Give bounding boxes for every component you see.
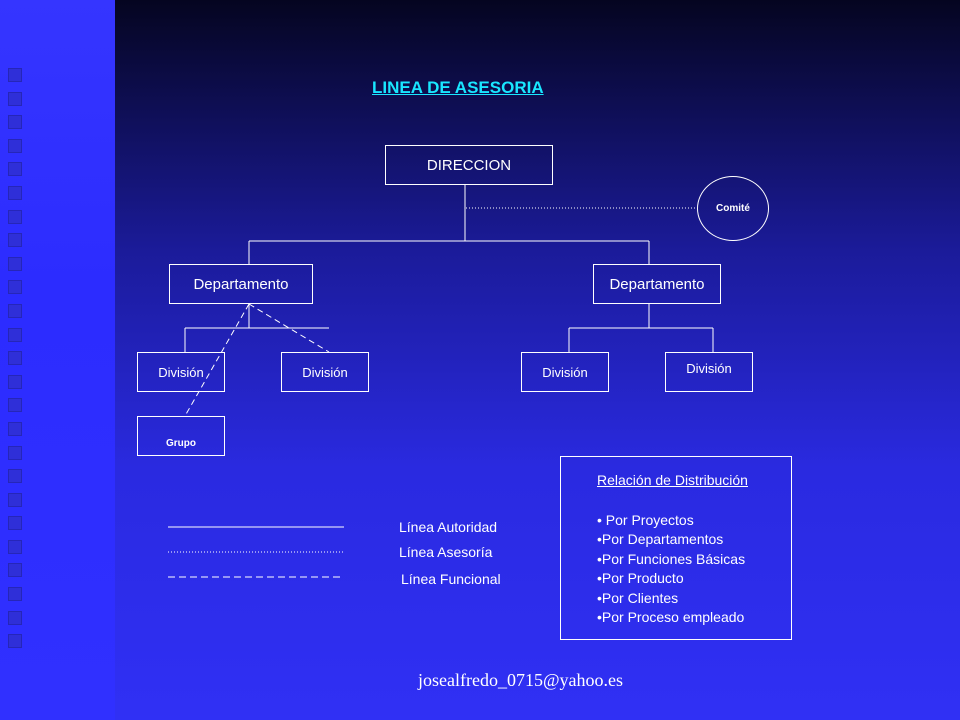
comite-node: Comité bbox=[697, 176, 769, 241]
distribution-list: • Por Proyectos •Por Departamentos •Por … bbox=[597, 511, 791, 628]
division-node-2: División bbox=[281, 352, 369, 392]
legend-advisory-label: Línea Asesoría bbox=[399, 544, 493, 560]
group-node: Grupo bbox=[137, 416, 225, 456]
division-node-4: División bbox=[665, 352, 753, 392]
distribution-item: •Por Producto bbox=[597, 570, 684, 586]
decorative-squares bbox=[8, 68, 24, 658]
department-node-left: Departamento bbox=[169, 264, 313, 304]
distribution-item: •Por Departamentos bbox=[597, 531, 724, 547]
footer-email: josealfredo_0715@yahoo.es bbox=[418, 670, 624, 690]
distribution-item: •Por Funciones Básicas bbox=[597, 550, 746, 567]
slide-title: LINEA DE ASESORIA bbox=[372, 78, 544, 97]
department-node-right: Departamento bbox=[593, 264, 721, 304]
left-decorative-band bbox=[0, 0, 115, 720]
legend-functional-label: Línea Funcional bbox=[401, 571, 501, 587]
functional-line-group bbox=[184, 303, 250, 417]
distribution-item: •Por Proceso empleado bbox=[597, 609, 745, 625]
distribution-item: •Por Clientes bbox=[597, 589, 679, 606]
functional-line-division bbox=[248, 303, 330, 353]
legend-authority-label: Línea Autoridad bbox=[399, 519, 498, 535]
distribution-title: Relación de Distribución bbox=[597, 472, 748, 488]
direccion-node: DIRECCION bbox=[385, 145, 553, 185]
division-node-1: División bbox=[137, 352, 225, 392]
division-node-3: División bbox=[521, 352, 609, 392]
distribution-item: • Por Proyectos bbox=[597, 511, 694, 528]
distribution-box: Relación de Distribución • Por Proyectos… bbox=[560, 456, 792, 640]
